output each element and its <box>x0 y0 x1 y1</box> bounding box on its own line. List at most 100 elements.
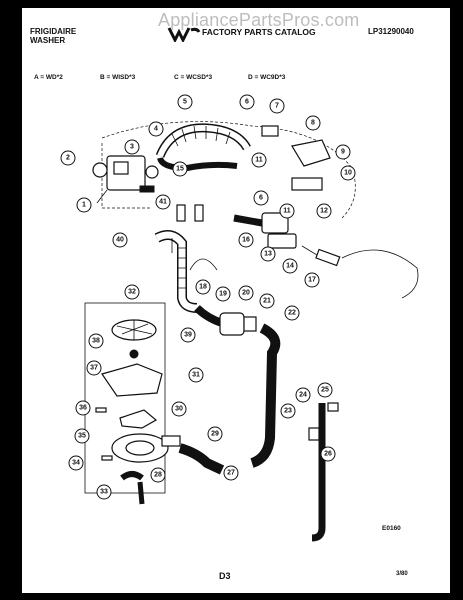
page-number: D3 <box>219 571 231 581</box>
callout-40: 40 <box>112 232 128 248</box>
callout-28: 28 <box>150 467 166 483</box>
figure-code: E0160 <box>382 525 401 532</box>
callout-layer: 1 2 3 4 5 6 6 7 8 9 10 11 <box>60 94 356 500</box>
brand-line-2: WASHER <box>30 36 66 45</box>
wire-leads <box>341 249 419 299</box>
svg-text:11: 11 <box>255 157 263 164</box>
standpipe <box>311 403 326 542</box>
impeller-vanes <box>116 320 153 340</box>
svg-text:35: 35 <box>78 433 86 440</box>
callout-7: 7 <box>269 98 285 114</box>
small-hose <box>233 214 263 227</box>
model-code-c: C = WCSD*3 <box>174 74 213 81</box>
pump-gasket <box>101 363 163 397</box>
callout-2: 2 <box>60 150 76 166</box>
callout-31: 31 <box>188 367 204 383</box>
fill-nozzle <box>291 139 331 167</box>
revision-date: 3/80 <box>396 571 408 577</box>
callout-14: 14 <box>282 258 298 274</box>
callout-23: 23 <box>280 403 296 419</box>
callout-30: 30 <box>171 401 187 417</box>
svg-text:18: 18 <box>199 284 207 291</box>
callout-37: 37 <box>86 360 102 376</box>
screw-36 <box>95 407 107 413</box>
callout-13: 13 <box>260 246 276 262</box>
callout-33: 33 <box>96 484 112 500</box>
parts-box-outline <box>84 302 166 494</box>
nozzle-bracket <box>291 177 323 191</box>
catalog-number: LP31290040 <box>368 27 414 36</box>
callout-21: 21 <box>259 293 275 309</box>
drain-hose-ribs <box>171 238 187 289</box>
svg-text:7: 7 <box>275 103 279 110</box>
model-code-d: D = WC9D*3 <box>248 74 286 81</box>
svg-text:38: 38 <box>92 338 100 345</box>
svg-text:6: 6 <box>259 195 263 202</box>
callout-3: 3 <box>124 139 140 155</box>
screw-34 <box>101 455 113 461</box>
callout-24: 24 <box>295 387 311 403</box>
svg-text:8: 8 <box>311 120 315 127</box>
svg-text:14: 14 <box>286 263 294 270</box>
hose-clamp-b <box>194 204 204 222</box>
exploded-parts-drawing <box>84 121 419 542</box>
pump-connector-hose <box>120 471 144 481</box>
inlet-connector <box>261 212 289 234</box>
svg-text:15: 15 <box>176 166 184 173</box>
inlet-tube <box>315 248 341 267</box>
callout-38: 38 <box>88 333 104 349</box>
catalog-title: FACTORY PARTS CATALOG <box>202 27 316 37</box>
callout-19: 19 <box>215 286 231 302</box>
svg-text:33: 33 <box>100 489 108 496</box>
callout-12: 12 <box>316 203 332 219</box>
svg-text:37: 37 <box>90 365 98 372</box>
svg-text:24: 24 <box>299 392 307 399</box>
svg-text:21: 21 <box>263 298 271 305</box>
model-code-b: B = WISD*3 <box>100 74 136 81</box>
hose-clip <box>189 258 218 271</box>
svg-text:23: 23 <box>284 408 292 415</box>
callout-18: 18 <box>195 279 211 295</box>
svg-text:6: 6 <box>245 99 249 106</box>
callout-5: 5 <box>177 94 193 110</box>
svg-text:39: 39 <box>184 332 192 339</box>
callout-27: 27 <box>223 465 239 481</box>
nozzle-fitting <box>261 125 279 137</box>
coupling <box>267 233 297 249</box>
svg-text:1: 1 <box>82 202 86 209</box>
svg-text:20: 20 <box>242 290 250 297</box>
wci-logo <box>167 26 201 47</box>
callout-1: 1 <box>76 197 92 213</box>
pump-cover <box>119 409 158 429</box>
pump-clamp <box>243 316 257 332</box>
model-code-a: A = WD*2 <box>34 74 63 81</box>
svg-text:9: 9 <box>341 149 345 156</box>
watermark: AppliancePartsPros.com <box>158 10 360 30</box>
housing-outlet <box>161 435 181 447</box>
svg-text:17: 17 <box>308 277 316 284</box>
callout-8: 8 <box>305 115 321 131</box>
svg-text:4: 4 <box>154 126 158 133</box>
svg-text:31: 31 <box>192 372 200 379</box>
callout-35: 35 <box>74 428 90 444</box>
callout-32: 32 <box>124 284 140 300</box>
svg-text:11: 11 <box>283 208 291 215</box>
svg-text:19: 19 <box>219 291 227 298</box>
water-valve-assembly <box>92 155 159 204</box>
parts-diagram-sheet: FRIGIDAIRE WASHER FACTORY PARTS CATALOG … <box>22 8 450 593</box>
fill-hose <box>157 124 250 158</box>
callout-9: 9 <box>335 144 351 160</box>
brand-line-1: FRIGIDAIRE <box>30 27 77 36</box>
svg-text:2: 2 <box>66 155 70 162</box>
callout-15: 15 <box>172 161 188 177</box>
callout-22: 22 <box>284 305 300 321</box>
fill-hose-ribs <box>171 125 231 147</box>
svg-text:29: 29 <box>211 431 219 438</box>
svg-text:32: 32 <box>128 289 136 296</box>
callout-25: 25 <box>317 382 333 398</box>
svg-text:28: 28 <box>154 472 162 479</box>
pump-outlet-hose <box>137 481 145 505</box>
callout-17: 17 <box>304 272 320 288</box>
callout-20: 20 <box>238 285 254 301</box>
